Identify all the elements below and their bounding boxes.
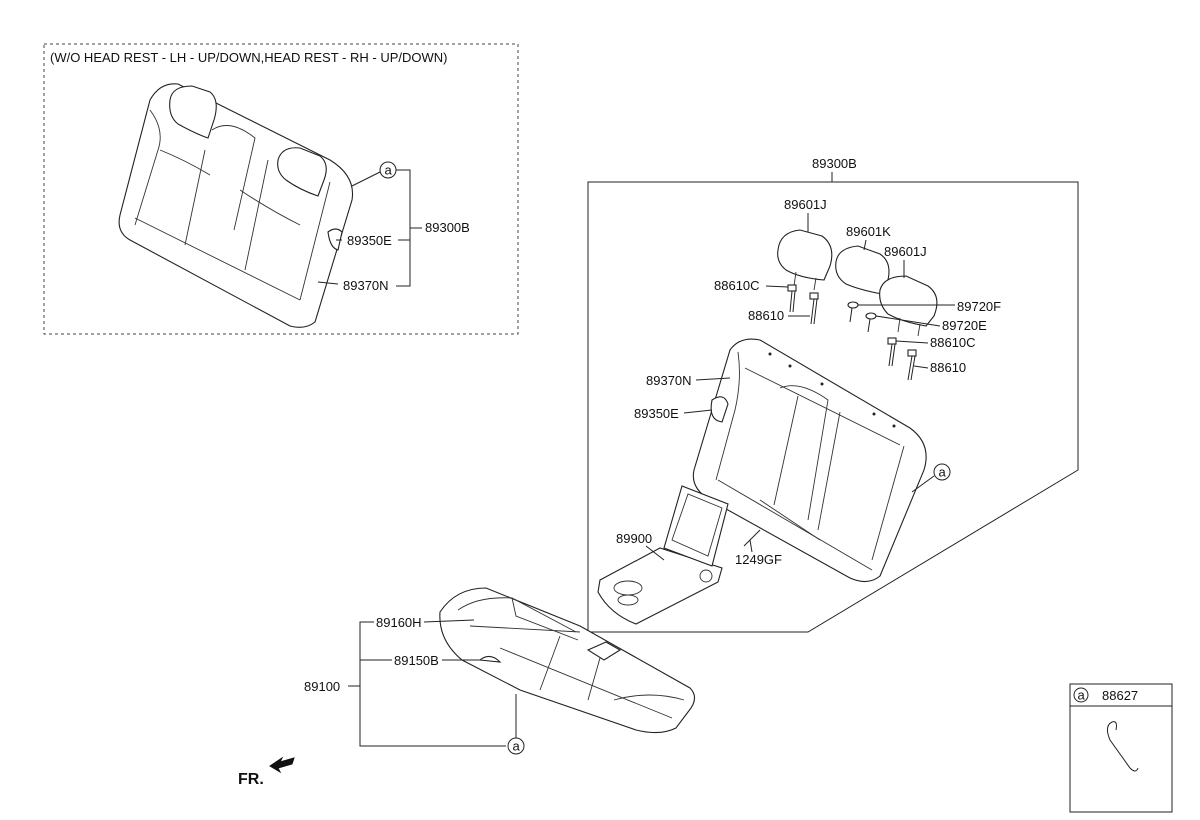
legend-box: a 88627 — [1069, 683, 1173, 813]
label-89160H: 89160H — [376, 615, 422, 630]
label-89601J-left: 89601J — [784, 197, 827, 212]
inset-right-headrest — [277, 147, 327, 197]
seat-cushion-group: 89160H 89150B 89100 a — [304, 587, 696, 755]
label-89350E: 89350E — [634, 406, 679, 421]
headrest-right-drawing — [879, 275, 938, 327]
seat-cushion-tab — [586, 641, 622, 661]
label-89720E: 89720E — [942, 318, 987, 333]
inset-label-89300B: 89300B — [425, 220, 470, 235]
label-89601J-right: 89601J — [884, 244, 927, 259]
label-88610-right: 88610 — [930, 360, 966, 375]
legend-letter: a — [1078, 688, 1086, 703]
callout-letter-assembly: a — [939, 465, 947, 480]
armrest-drawing — [597, 485, 729, 625]
inset-seatback-drawing — [118, 83, 354, 328]
inset-dashed-border — [43, 43, 519, 335]
label-89300B: 89300B — [812, 156, 857, 171]
label-1249GF: 1249GF — [735, 552, 782, 567]
label-88610-left: 88610 — [748, 308, 784, 323]
inset-caption: (W/O HEAD REST - LH - UP/DOWN,HEAD REST … — [50, 50, 447, 65]
inset-variant-box: (W/O HEAD REST - LH - UP/DOWN,HEAD REST … — [43, 43, 519, 335]
inset-label-89370N: 89370N — [343, 278, 389, 293]
front-label: FR. — [238, 771, 264, 788]
label-89100: 89100 — [304, 679, 340, 694]
inset-trim-piece — [327, 228, 343, 251]
legend-part-88627: 88627 — [1102, 688, 1138, 703]
front-arrow-icon — [269, 756, 295, 774]
headrest-guides — [787, 284, 917, 381]
callout-letter-cushion: a — [513, 739, 521, 754]
inset-callout-letter: a — [385, 163, 393, 178]
label-89720F: 89720F — [957, 299, 1001, 314]
label-88610C-left: 88610C — [714, 278, 760, 293]
callout-circle-cushion — [507, 737, 525, 755]
front-indicator: FR. — [238, 756, 295, 788]
label-89601K: 89601K — [846, 224, 891, 239]
label-88610C-right: 88610C — [930, 335, 976, 350]
inset-left-headrest — [169, 85, 217, 139]
inset-label-89350E: 89350E — [347, 233, 392, 248]
legend-callout-circle — [1073, 687, 1089, 703]
seatback-assembly-group: 89300B — [587, 156, 1079, 633]
label-89150B: 89150B — [394, 653, 439, 668]
label-89900: 89900 — [616, 531, 652, 546]
screw-1249GF — [743, 529, 761, 547]
clip-88627-icon — [1106, 721, 1139, 772]
trim-piece-drawing — [710, 396, 729, 423]
callout-circle-assembly — [933, 463, 951, 481]
label-89370N: 89370N — [646, 373, 692, 388]
legend-border — [1069, 683, 1173, 813]
seatback-drawing — [692, 338, 927, 583]
assembly-outline — [587, 181, 1079, 633]
headrest-left-drawing — [777, 229, 833, 281]
